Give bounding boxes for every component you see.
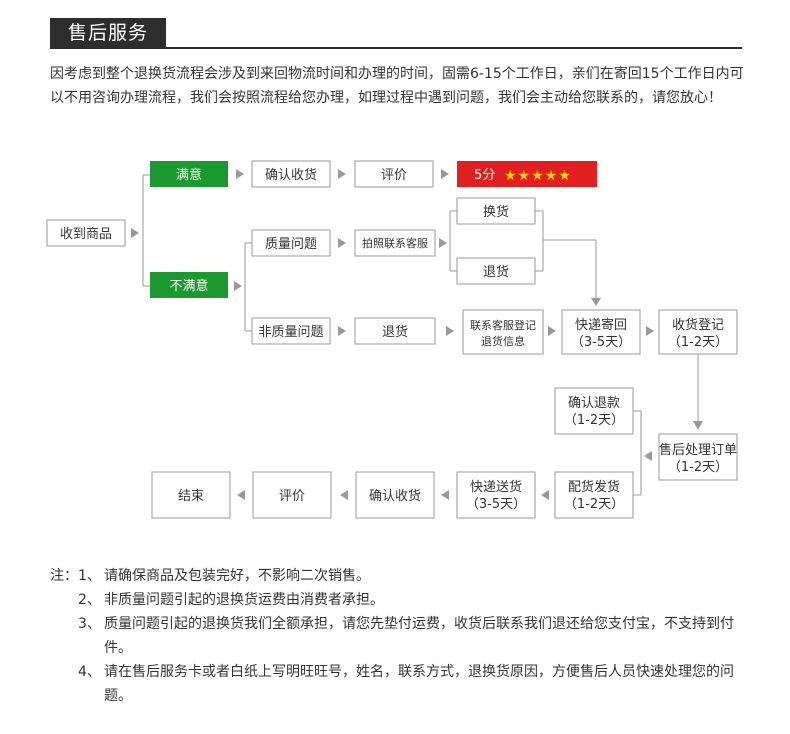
arrow-right-icon xyxy=(441,169,449,179)
arrow-right-icon xyxy=(548,326,556,336)
aftersale-order-label-2: （1-2天） xyxy=(668,460,728,475)
arrow-right-icon xyxy=(338,326,346,336)
express-return-label-2: （3-5天） xyxy=(571,335,631,350)
note-number: 1、 xyxy=(78,568,101,584)
confirm-receipt2-box xyxy=(355,471,435,519)
title-underline xyxy=(50,47,742,49)
arrow-right-icon xyxy=(338,238,346,248)
ship-label-1: 配货发货 xyxy=(568,479,620,495)
satisfied-label: 满意 xyxy=(176,167,202,183)
arrow-down-icon xyxy=(693,421,703,430)
note-number: 3、 xyxy=(78,616,101,632)
express-send-label-2: （3-5天） xyxy=(466,497,526,512)
quality-issue-box xyxy=(251,229,331,257)
arrow-right-icon xyxy=(439,238,447,248)
quality-issue-label: 质量问题 xyxy=(265,237,317,252)
exchange-label: 换货 xyxy=(483,204,509,220)
express-send-box xyxy=(456,471,536,519)
notes: 注： 1、 请确保商品及包装完好，不影响二次销售。 2、 非质量问题引起的退换货… xyxy=(50,564,760,708)
note-item: 3、 质量问题引起的退换货我们全额承担，请您先垫付运费，收货后联系我们退还给您支… xyxy=(50,612,760,660)
express-send-label-1: 快递送货 xyxy=(470,479,522,495)
refund-label-2: （1-2天） xyxy=(564,413,624,428)
ship-box xyxy=(554,471,634,519)
non-quality-issue-label: 非质量问题 xyxy=(258,325,323,340)
star-icon: ★★★★★ xyxy=(504,168,572,184)
note-text: 请确保商品及包装完好，不影响二次销售。 xyxy=(104,568,370,584)
arrow-right-icon xyxy=(646,326,654,336)
arrow-right-icon xyxy=(446,326,454,336)
review-box xyxy=(354,160,434,188)
receipt-register-label-2: （1-2天） xyxy=(668,335,728,350)
unsatisfied-box xyxy=(150,272,228,298)
return-label: 退货 xyxy=(483,264,509,280)
note-number: 2、 xyxy=(78,592,101,608)
satisfied-box xyxy=(150,161,228,187)
note-item: 4、 请在售后服务卡或者白纸上写明旺旺号，姓名，联系方式，退换货原因，方便售后人… xyxy=(50,660,760,708)
return-box xyxy=(456,257,536,285)
arrow-left-icon xyxy=(644,451,652,461)
note-text: 请在售后服务卡或者白纸上写明旺旺号，姓名，联系方式，退换货原因，方便售后人员快速… xyxy=(104,664,734,704)
arrow-left-icon xyxy=(541,490,549,500)
note-number: 4、 xyxy=(78,664,101,680)
review2-box xyxy=(252,471,332,519)
express-return-label-1: 快递寄回 xyxy=(575,317,627,333)
confirm-receipt-box xyxy=(251,160,331,188)
review-label: 评价 xyxy=(381,168,407,183)
refund-box xyxy=(554,387,634,435)
arrow-right-icon xyxy=(236,169,244,179)
note-text: 质量问题引起的退换货我们全额承担，请您先垫付运费，收货后联系我们退还给您支付宝，… xyxy=(104,616,734,656)
photo-contact-label: 拍照联系客服 xyxy=(362,236,428,250)
receive-label: 收到商品 xyxy=(60,227,112,242)
receive-box xyxy=(46,219,126,247)
ship-label-2: （1-2天） xyxy=(564,497,624,512)
receipt-register-label-1: 收货登记 xyxy=(672,317,724,333)
exchange-box xyxy=(456,197,536,225)
note-item: 2、 非质量问题引起的退换货运费由消费者承担。 xyxy=(50,588,760,612)
rating-box xyxy=(457,161,597,187)
refund-label-1: 确认退款 xyxy=(568,396,620,411)
express-return-box xyxy=(561,309,641,355)
arrow-right-icon xyxy=(234,281,242,291)
arrow-down-icon xyxy=(591,298,601,306)
intro-text: 因考虑到整个退换货流程会涉及到来回物流时间和办理的时间，固需6-15个工作日，亲… xyxy=(50,66,744,106)
review2-label: 评价 xyxy=(279,489,305,504)
return2-label: 退货 xyxy=(382,324,408,340)
section-title: 售后服务 xyxy=(50,18,166,48)
confirm-receipt-label: 确认收货 xyxy=(265,167,317,183)
non-quality-issue-box xyxy=(251,317,331,345)
note-text: 非质量问题引起的退换货运费由消费者承担。 xyxy=(104,592,384,608)
end-box xyxy=(151,471,231,519)
unsatisfied-label: 不满意 xyxy=(169,278,208,294)
aftersale-order-box xyxy=(658,433,738,481)
arrow-right-icon xyxy=(131,228,139,238)
arrow-right-icon xyxy=(338,169,346,179)
arrow-left-icon xyxy=(237,490,245,500)
register-box xyxy=(462,309,544,355)
note-item: 注： 1、 请确保商品及包装完好，不影响二次销售。 xyxy=(50,564,760,588)
aftersale-order-label-1: 售后处理订单 xyxy=(659,442,737,458)
register-label-1: 联系客服登记 xyxy=(470,318,536,332)
return2-box xyxy=(354,317,436,345)
register-label-2: 退货信息 xyxy=(481,334,525,348)
photo-contact-box xyxy=(354,229,436,257)
arrow-left-icon xyxy=(441,490,449,500)
confirm-receipt2-label: 确认收货 xyxy=(369,488,421,504)
rating-score: 5分 xyxy=(474,168,495,183)
end-label: 结束 xyxy=(178,489,204,504)
notes-lead: 注： xyxy=(50,568,78,584)
arrow-left-icon xyxy=(340,490,348,500)
